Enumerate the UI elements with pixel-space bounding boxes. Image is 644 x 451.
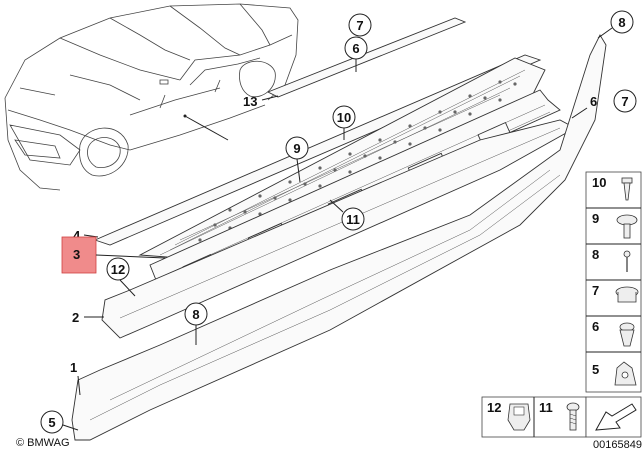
callout-1[interactable]: 1 — [70, 360, 77, 375]
callout-13[interactable]: 13 — [243, 94, 257, 109]
nail-icon — [623, 250, 631, 272]
svg-text:12: 12 — [111, 262, 125, 277]
svg-text:7: 7 — [621, 94, 628, 109]
svg-text:13: 13 — [243, 94, 257, 109]
svg-text:9: 9 — [293, 141, 300, 156]
fastener-legend: 10 9 8 7 6 5 — [585, 171, 642, 393]
svg-text:3: 3 — [73, 247, 80, 262]
callout-7-right[interactable]: 7 — [613, 89, 637, 113]
clip-icon — [619, 322, 635, 347]
rivet-icon — [616, 214, 638, 239]
running-board-part-4 — [93, 54, 546, 259]
copyright-label: © BMWAG — [16, 437, 70, 449]
svg-text:1: 1 — [70, 360, 77, 375]
callout-12[interactable]: 12 — [106, 257, 130, 281]
callout-2[interactable]: 2 — [72, 310, 79, 325]
rail-part-2 — [101, 119, 576, 339]
diagram-number: 00165849 — [593, 439, 642, 451]
svg-text:5: 5 — [48, 415, 55, 430]
svg-text:2: 2 — [72, 310, 79, 325]
legend-number-10: 10 — [592, 175, 606, 190]
legend-number-8: 8 — [592, 247, 599, 262]
running-board-dots — [198, 80, 517, 242]
svg-text:8: 8 — [192, 307, 199, 322]
screw-icon — [566, 402, 580, 431]
svg-text:10: 10 — [337, 110, 351, 125]
callout-8-top[interactable]: 8 — [610, 10, 634, 34]
svg-text:8: 8 — [618, 15, 625, 30]
car-outline — [4, 3, 299, 191]
callout-8-mid[interactable]: 8 — [184, 302, 208, 326]
car-leader-line — [184, 115, 229, 141]
car-leader-dot — [183, 114, 187, 118]
grommet-icon — [615, 286, 639, 303]
bracket-clip-icon — [507, 403, 531, 431]
legend-number-11: 11 — [539, 400, 553, 415]
callout-7-top[interactable]: 7 — [348, 13, 372, 37]
svg-text:4: 4 — [73, 228, 81, 243]
callout-6-top[interactable]: 6 — [344, 36, 368, 60]
pin-icon — [621, 177, 633, 201]
callout-11[interactable]: 11 — [341, 207, 365, 231]
svg-text:6: 6 — [590, 94, 597, 109]
callout-9[interactable]: 9 — [285, 136, 309, 160]
legend-number-7: 7 — [592, 283, 599, 298]
callout-6-right[interactable]: 6 — [590, 94, 597, 109]
rocker-panel-part-1 — [71, 34, 607, 441]
bottom-legend: 12 11 — [481, 396, 642, 438]
svg-text:6: 6 — [352, 41, 359, 56]
legend-number-5: 5 — [592, 362, 599, 377]
svg-text:7: 7 — [356, 18, 363, 33]
legend-number-6: 6 — [592, 319, 599, 334]
callout-10[interactable]: 10 — [332, 105, 356, 129]
nut-clip-icon — [614, 361, 637, 386]
trim-strip-part-13 — [266, 17, 467, 98]
direction-arrow-icon — [595, 403, 637, 431]
legend-number-9: 9 — [592, 211, 599, 226]
callout-3-highlighted[interactable]: 3 — [61, 236, 97, 274]
legend-number-12: 12 — [487, 400, 501, 415]
svg-text:11: 11 — [346, 212, 360, 227]
callout-5[interactable]: 5 — [40, 410, 64, 434]
callout-4[interactable]: 4 — [73, 228, 81, 243]
